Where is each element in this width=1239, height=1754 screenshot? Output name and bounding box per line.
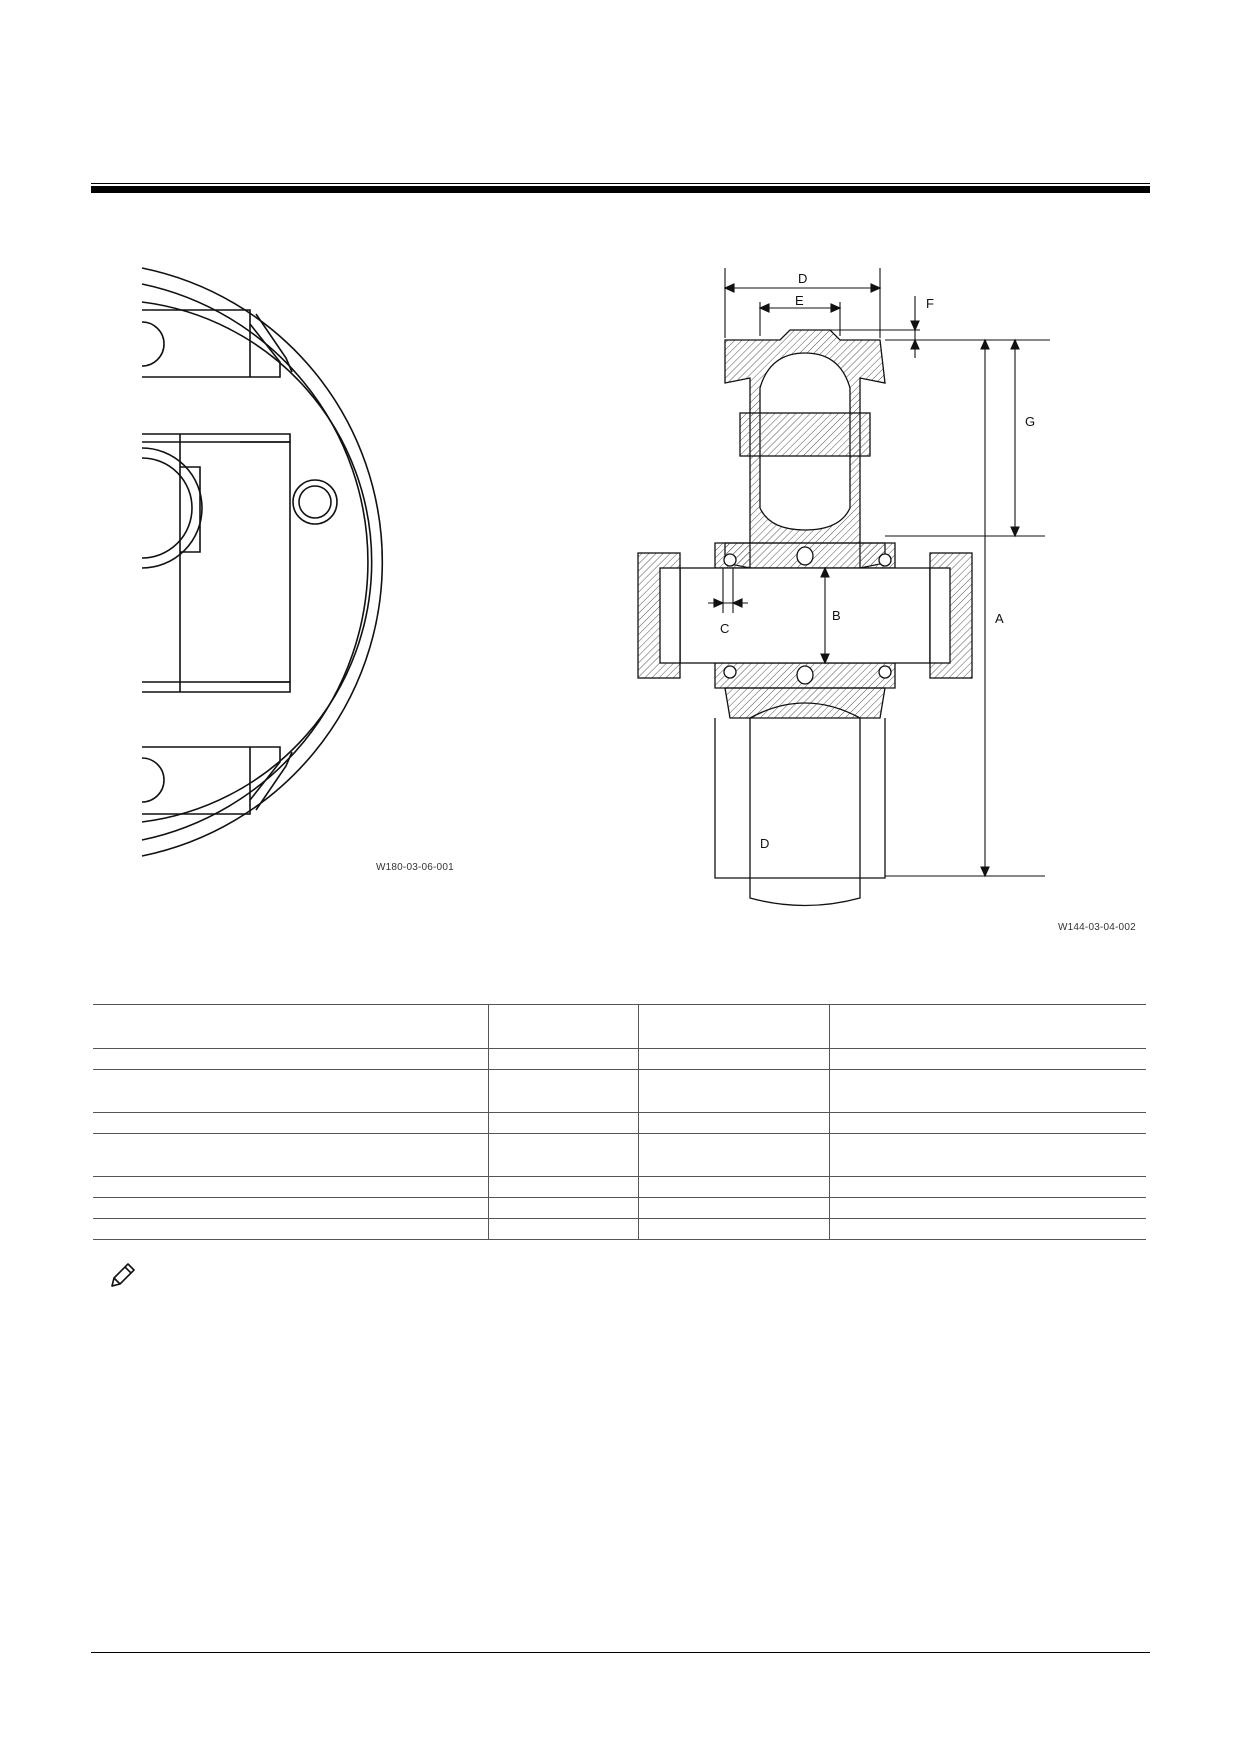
table-cell: [487, 1069, 639, 1113]
table-cell: [828, 1133, 1146, 1177]
dim-label-b: B: [832, 608, 841, 623]
dim-label-a: A: [995, 611, 1004, 626]
dim-label-d: D: [798, 271, 807, 286]
header-rule-thick: [91, 186, 1150, 193]
outer-rim-1: [141, 267, 384, 857]
header-rule-thin: [91, 183, 1150, 184]
idler-front-view-figure: [141, 267, 384, 857]
table-row: [93, 1218, 1146, 1240]
table-cell: [487, 1218, 639, 1240]
table-cell: [93, 1218, 489, 1240]
table-cell: [93, 1197, 489, 1219]
table-cell: [93, 1048, 489, 1070]
table-cell: [487, 1197, 639, 1219]
table-cell: [93, 1112, 489, 1134]
dim-label-d-lower: D: [760, 836, 769, 851]
table-row: [93, 1112, 1146, 1134]
pencil-icon: [111, 1263, 135, 1287]
figure-code-right: W144-03-04-002: [1058, 922, 1136, 933]
table-cell: [638, 1048, 830, 1070]
dim-label-e: E: [795, 293, 804, 308]
table-cell: [487, 1112, 639, 1134]
dim-label-f: F: [926, 296, 934, 311]
outer-rim-2: [141, 283, 369, 841]
dim-label-g: G: [1025, 414, 1035, 429]
table-cell: [487, 1176, 639, 1198]
table-cell: [638, 1112, 830, 1134]
table-row: [93, 1004, 1146, 1049]
table-cell: [828, 1069, 1146, 1113]
table-cell: [638, 1197, 830, 1219]
table-row: [93, 1176, 1146, 1198]
table-cell: [828, 1112, 1146, 1134]
table-cell: [638, 1176, 830, 1198]
table-cell: [828, 1048, 1146, 1070]
table-cell: [638, 1069, 830, 1113]
table-row: [93, 1069, 1146, 1113]
idler-section-figure: D E F G A B C D: [637, 268, 1050, 907]
table-cell: [638, 1218, 830, 1240]
dim-label-c: C: [720, 621, 729, 636]
table-cell: [93, 1176, 489, 1198]
outer-rim-3: [141, 301, 373, 823]
footer-rule: [91, 1652, 1150, 1653]
table-cell: [638, 1133, 830, 1177]
header-rule: [91, 183, 1150, 193]
spec-table: [93, 1004, 1146, 1240]
table-cell: [487, 1004, 639, 1049]
figure-code-left: W180-03-06-001: [376, 862, 454, 873]
table-cell: [638, 1004, 830, 1049]
table-row: [93, 1048, 1146, 1070]
table-cell: [487, 1048, 639, 1070]
table-cell: [93, 1069, 489, 1113]
table-cell: [93, 1133, 489, 1177]
table-row: [93, 1133, 1146, 1177]
table-cell: [828, 1197, 1146, 1219]
table-cell: [828, 1218, 1146, 1240]
table-cell: [828, 1004, 1146, 1049]
table-cell: [828, 1176, 1146, 1198]
table-cell: [93, 1004, 489, 1049]
table-row: [93, 1197, 1146, 1219]
table-cell: [487, 1133, 639, 1177]
